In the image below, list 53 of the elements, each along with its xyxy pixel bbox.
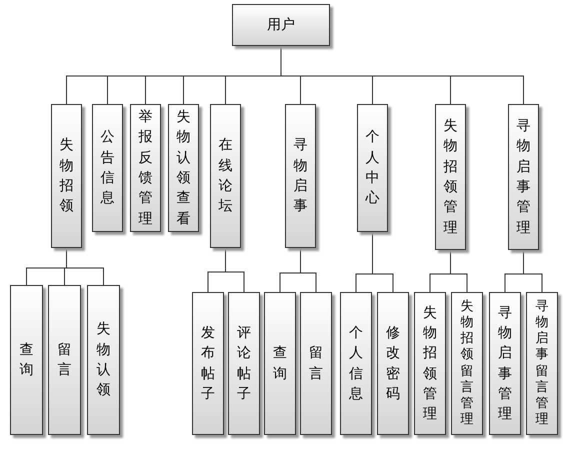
node-label: 在线论坛 <box>218 136 232 216</box>
node-label: 留言 <box>309 344 323 384</box>
node-label: 用户 <box>267 16 295 34</box>
module-box <box>10 285 43 435</box>
module-box <box>357 104 388 232</box>
node-label: 寻物启事留言管理 <box>536 298 548 428</box>
node-label: 查询 <box>20 340 34 380</box>
module-box <box>192 292 224 435</box>
module-box <box>87 285 120 435</box>
module-box <box>210 104 241 248</box>
module-box <box>228 292 260 435</box>
node-label: 寻物启事管理 <box>516 117 530 238</box>
node-label: 失物招领 <box>60 136 74 216</box>
node-label: 失物招领留言管理 <box>460 298 474 428</box>
module-box <box>285 104 316 248</box>
node-label: 发布帖子 <box>201 324 215 404</box>
connector-line <box>225 248 244 292</box>
module-box <box>451 292 483 435</box>
connector-line <box>372 232 394 292</box>
module-box <box>435 104 466 250</box>
module-box <box>414 292 446 435</box>
node-label: 寻物启事管理 <box>498 304 512 424</box>
module-box <box>340 292 372 435</box>
root-box <box>232 4 330 46</box>
module-box <box>130 104 161 232</box>
connector-line <box>300 248 316 292</box>
node-label: 公告信息 <box>100 128 114 208</box>
module-box <box>377 292 409 435</box>
module-box <box>489 292 521 435</box>
node-label: 失物认领 <box>96 320 110 400</box>
node-label: 修改密码 <box>386 324 400 404</box>
module-box <box>526 292 558 435</box>
node-label: 寻物启事 <box>294 136 308 216</box>
node-label: 个人中心 <box>366 128 380 208</box>
connector-line <box>523 250 542 292</box>
node-label: 举报反馈管理 <box>138 108 152 229</box>
node-label: 个人信息 <box>349 324 363 404</box>
module-box <box>168 104 199 232</box>
module-box <box>300 292 332 435</box>
connector-line <box>450 250 468 292</box>
node-label: 查询 <box>273 344 287 384</box>
node-label: 失物招领管理 <box>444 117 458 238</box>
connector-line <box>280 46 524 104</box>
node-label: 留言 <box>58 340 72 380</box>
module-box <box>508 104 539 250</box>
module-box <box>51 104 82 248</box>
module-box <box>48 285 81 435</box>
connector-line <box>66 248 104 286</box>
node-label: 失物招领管理 <box>423 304 437 424</box>
node-label: 评论帖子 <box>237 324 251 404</box>
module-box <box>264 292 296 435</box>
node-label: 失物认领查看 <box>176 108 190 229</box>
module-box <box>92 104 123 232</box>
